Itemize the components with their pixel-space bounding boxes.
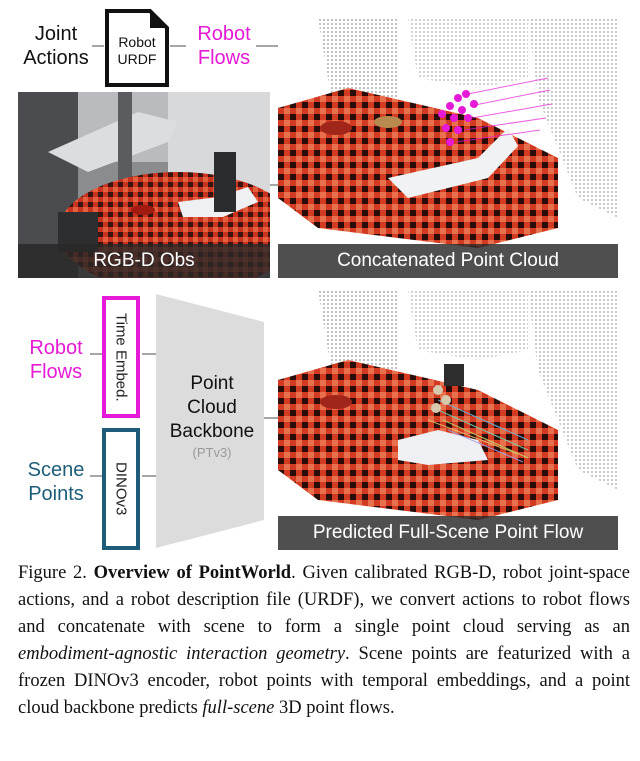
robot-flows-top-line2: Flows [197, 47, 251, 69]
caption-emph2: full-scene [202, 698, 275, 718]
dinov3-label: DINOv3 [112, 462, 130, 516]
backbone-label: Point Cloud Backbone (PTv3) [154, 372, 270, 462]
concatenated-cloud-render [278, 18, 618, 278]
backbone-line1: Point [190, 373, 234, 394]
rgbd-caption: RGB-D Obs [18, 244, 270, 278]
predicted-point-flow-panel: Predicted Full-Scene Point Flow [278, 290, 618, 550]
dinov3-box: DINOv3 [102, 428, 140, 550]
urdf-document-icon: Robot URDF [104, 8, 170, 88]
top-connectors [92, 45, 278, 186]
figure-title: Overview of PointWorld [93, 563, 292, 583]
robot-flows-top-line1: Robot [197, 23, 251, 45]
robot-flows-bottom-label: Robot Flows [18, 336, 94, 384]
time-embed-label: Time Embed. [112, 312, 130, 402]
backbone-line3: Backbone [169, 421, 255, 442]
time-embed-box: Time Embed. [102, 296, 140, 418]
caption-part2: . Scene points are featurized with a fro… [18, 644, 630, 718]
figure-caption: Figure 2. Overview of PointWorld. Given … [18, 560, 630, 722]
joint-actions-line1: Joint [34, 23, 78, 45]
concatenated-point-cloud-panel: Concatenated Point Cloud [278, 18, 618, 278]
joint-actions-line2: Actions [23, 47, 89, 69]
backbone-line2: Cloud [187, 397, 237, 418]
predicted-caption: Predicted Full-Scene Point Flow [278, 516, 618, 550]
predicted-cloud-render [278, 290, 618, 550]
scene-points-line2: Points [28, 483, 84, 505]
robot-flows-top-label: Robot Flows [186, 22, 262, 70]
backbone-trapezoid [156, 294, 264, 548]
robot-flows-bottom-line2: Flows [29, 361, 83, 383]
concatenated-caption: Concatenated Point Cloud [278, 244, 618, 278]
urdf-line2: URDF [117, 51, 157, 67]
caption-part1: . Given calibrated RGB-D, robot joint-sp… [18, 563, 630, 637]
figure-label: Figure 2. [18, 563, 87, 583]
robot-flows-bottom-line1: Robot [29, 337, 83, 359]
urdf-line1: Robot [118, 34, 156, 50]
joint-actions-label: Joint Actions [14, 22, 98, 70]
backbone-sub: (PTv3) [192, 445, 232, 460]
scene-points-line1: Scene [27, 459, 85, 481]
caption-part3: 3D point flows. [274, 698, 395, 718]
caption-emph1: embodiment-agnostic interaction geometry [18, 644, 346, 664]
scene-points-label: Scene Points [18, 458, 94, 506]
rgbd-observation-panel: RGB-D Obs [18, 92, 270, 278]
